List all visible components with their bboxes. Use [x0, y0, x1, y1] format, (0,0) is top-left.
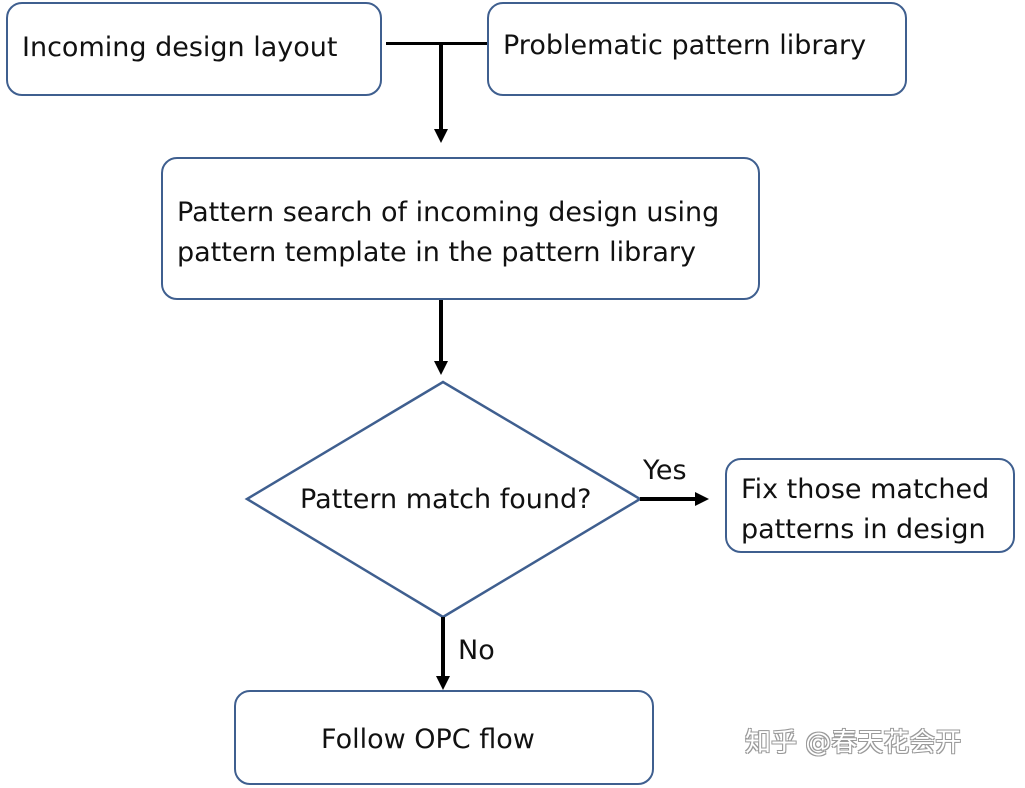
- top-down-arrow-shaft: [439, 42, 443, 130]
- no-arrow-shaft: [441, 617, 445, 677]
- pattern-search-line-2: pattern template in the pattern library: [177, 237, 696, 268]
- problematic-pattern-library-label: Problematic pattern library: [503, 30, 867, 61]
- yes-arrow-shaft: [640, 497, 696, 501]
- decision-label: Pattern match found?: [300, 484, 592, 515]
- follow-opc-flow-box: Follow OPC flow: [234, 690, 654, 785]
- fix-patterns-line-1: Fix those matched: [741, 474, 990, 505]
- problematic-pattern-library-box: Problematic pattern library: [487, 2, 907, 96]
- search-to-decision-arrow-shaft: [439, 300, 443, 362]
- top-down-arrowhead: [434, 129, 448, 143]
- pattern-search-box: Pattern search of incoming design using …: [161, 157, 760, 300]
- incoming-design-layout-label: Incoming design layout: [22, 32, 338, 63]
- follow-opc-flow-label: Follow OPC flow: [321, 724, 535, 755]
- no-label: No: [458, 635, 495, 666]
- fix-patterns-line-2: patterns in design: [741, 514, 986, 545]
- pattern-search-line-1: Pattern search of incoming design using: [177, 197, 720, 228]
- incoming-design-layout-box: Incoming design layout: [6, 2, 382, 96]
- watermark-text: 知乎 @春天花会开: [745, 728, 962, 758]
- yes-arrowhead: [695, 492, 709, 506]
- search-to-decision-arrowhead: [434, 361, 448, 375]
- fix-patterns-box: Fix those matched patterns in design: [725, 458, 1015, 553]
- top-connector-line: [386, 42, 487, 45]
- no-arrowhead: [436, 676, 450, 690]
- yes-label: Yes: [643, 455, 687, 486]
